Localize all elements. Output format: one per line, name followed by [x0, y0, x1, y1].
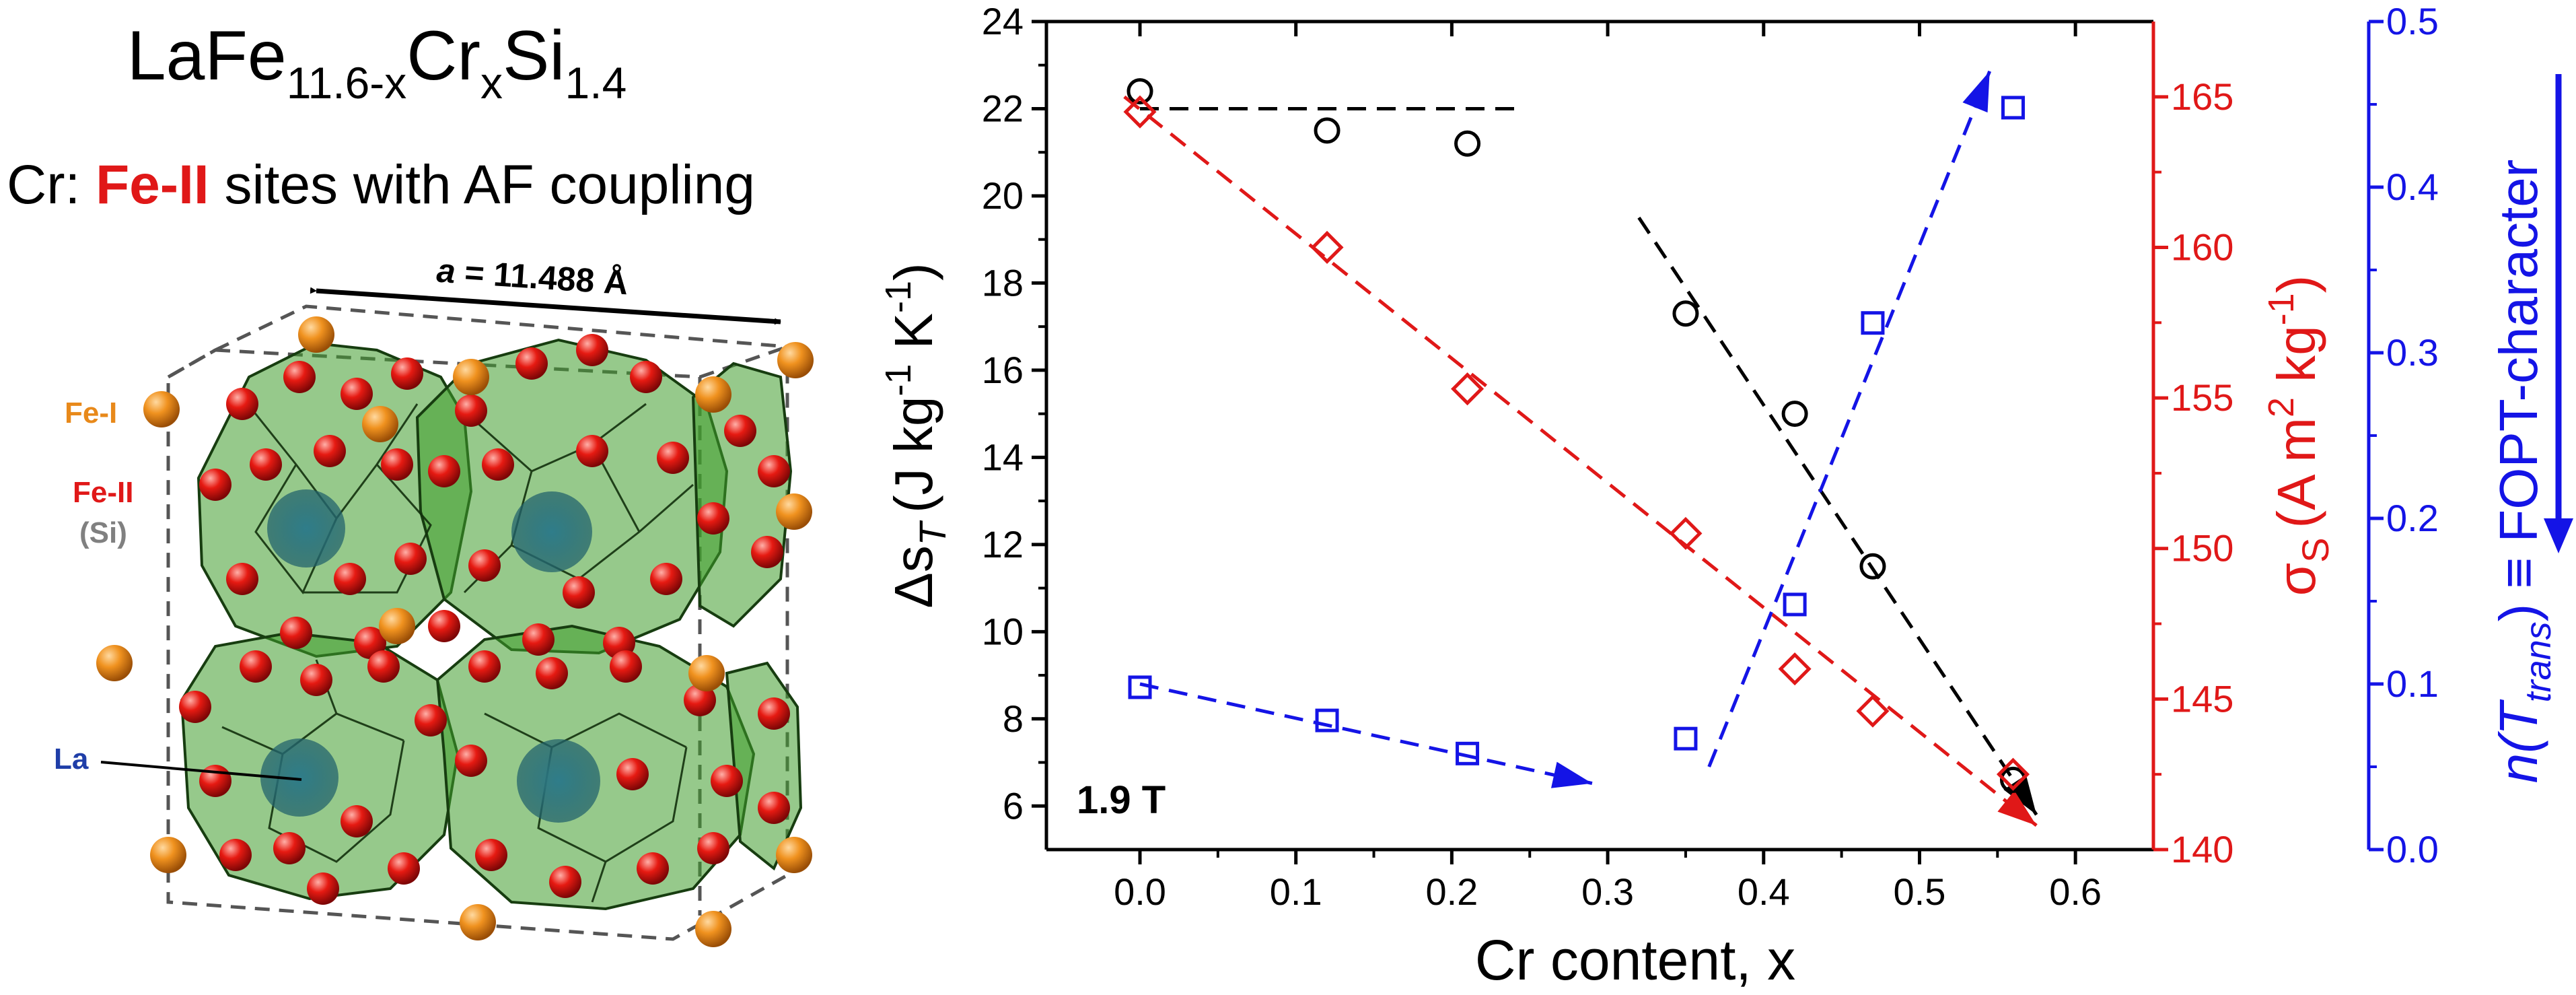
x-tick-label: 0.4: [1738, 870, 1790, 913]
diamond-marker: [1996, 757, 2030, 791]
trend-line: [1707, 70, 1992, 767]
diamond-marker: [1856, 694, 1890, 728]
left-tick-label: 6: [1003, 784, 1024, 827]
ticks: 0.0 0.1 0.2 0.3 0.4 0.5 0.6 6 8 10 12 14 16 18 20 22 24 1…: [982, 0, 2439, 913]
la-pointer: [100, 761, 302, 781]
chart: 0.0 0.1 0.2 0.3 0.4 0.5 0.6 6 8 10 12 14 16 18 20 22 24 1…: [878, 0, 2573, 992]
circle-marker: [1126, 78, 1153, 105]
right2-tick-label: 0.4: [2386, 166, 2439, 208]
x-tick-label: 0.2: [1425, 870, 1478, 913]
lattice-arrow: [310, 287, 781, 325]
left-tick-label: 14: [982, 436, 1024, 478]
field-annotation: 1.9 T: [1077, 778, 1166, 822]
subtitle: Cr: Fe-II sites with AF coupling: [7, 154, 755, 215]
label-la: La: [54, 743, 89, 776]
square-marker: [1783, 592, 1807, 617]
trend-arrowhead: [2003, 774, 2037, 815]
label-si: (Si): [79, 516, 127, 549]
lattice-label: a = 11.488 Å: [435, 252, 629, 302]
formula-title: LaFe11.6-xCrxSi1.4: [127, 17, 627, 108]
data-markers: [1123, 78, 2030, 793]
right1-tick-label: 165: [2171, 75, 2233, 118]
left-tick-label: 24: [982, 0, 1024, 42]
cage-polyhedra: [180, 338, 803, 911]
circle-marker: [1672, 300, 1699, 327]
label-fe2: Fe-II: [73, 476, 133, 509]
circle-marker: [1454, 130, 1481, 157]
x-tick-label: 0.1: [1270, 870, 1322, 913]
right1-tick-label: 140: [2171, 828, 2233, 870]
diamond-marker: [1310, 230, 1344, 264]
trend-arrowhead: [1997, 790, 2037, 826]
x-tick-label: 0.6: [2049, 870, 2102, 913]
right1-tick-label: 160: [2171, 226, 2233, 268]
trend-lines: [1123, 70, 2038, 827]
x-tick-label: 0.5: [1894, 870, 1946, 913]
square-marker: [1456, 741, 1480, 765]
x-tick-label: 0.3: [1581, 870, 1634, 913]
square-marker: [1674, 726, 1698, 751]
circle-marker: [1859, 553, 1886, 580]
right2-tick-label: 0.1: [2386, 662, 2439, 705]
left-tick-label: 8: [1003, 697, 1024, 740]
right2-tick-label: 0.5: [2386, 0, 2439, 42]
trend-arrowhead: [1962, 71, 1990, 113]
left-tick-label: 20: [982, 174, 1024, 217]
red-axis-label: σS(A m2 kg-1): [2261, 275, 2336, 596]
circle-marker: [1314, 117, 1340, 144]
trend-line: [1123, 95, 2038, 827]
right1-tick-label: 150: [2171, 527, 2233, 570]
circle-marker: [1999, 766, 2026, 793]
diamond-marker: [1669, 516, 1703, 550]
fopt-arrow-head: [2544, 518, 2573, 553]
left-tick-label: 18: [982, 261, 1024, 304]
x-axis-label: Cr content, x: [1475, 928, 1795, 992]
plot-frame: [1044, 20, 2371, 852]
square-marker: [2001, 96, 2025, 120]
la-atoms: [260, 489, 600, 823]
square-marker: [1128, 675, 1152, 699]
square-marker: [1315, 708, 1339, 732]
x-tick-label: 0.0: [1114, 870, 1166, 913]
left-tick-label: 22: [982, 87, 1024, 129]
trend-arrowhead: [1550, 761, 1592, 788]
right1-tick-label: 155: [2171, 376, 2233, 419]
right2-tick-label: 0.2: [2386, 497, 2439, 539]
fe1-atoms: [96, 316, 814, 947]
right2-tick-label: 0.3: [2386, 331, 2439, 374]
right2-tick-label: 0.0: [2386, 828, 2439, 870]
left-tick-label: 12: [982, 523, 1024, 565]
trend-line: [1637, 216, 2038, 816]
square-marker: [1861, 311, 1885, 335]
label-fe1: Fe-I: [65, 397, 117, 430]
circle-marker: [1781, 401, 1808, 427]
diamond-marker: [1778, 652, 1812, 686]
trend-line: [1139, 682, 1593, 786]
left-tick-label: 16: [982, 349, 1024, 391]
right1-tick-label: 145: [2171, 677, 2233, 720]
diamond-marker: [1123, 95, 1157, 129]
left-axis-label: ΔsT(J kg-1 K-1): [878, 263, 954, 608]
structure-panel: LaFe11.6-xCrxSi1.4 Cr: Fe-II sites with …: [7, 17, 814, 947]
left-tick-label: 10: [982, 610, 1024, 652]
diamond-marker: [1451, 372, 1484, 406]
fe2-atoms: [179, 334, 790, 905]
blue-axis-label: n(Ttrans) ≡ FOPT-character: [2489, 160, 2559, 784]
